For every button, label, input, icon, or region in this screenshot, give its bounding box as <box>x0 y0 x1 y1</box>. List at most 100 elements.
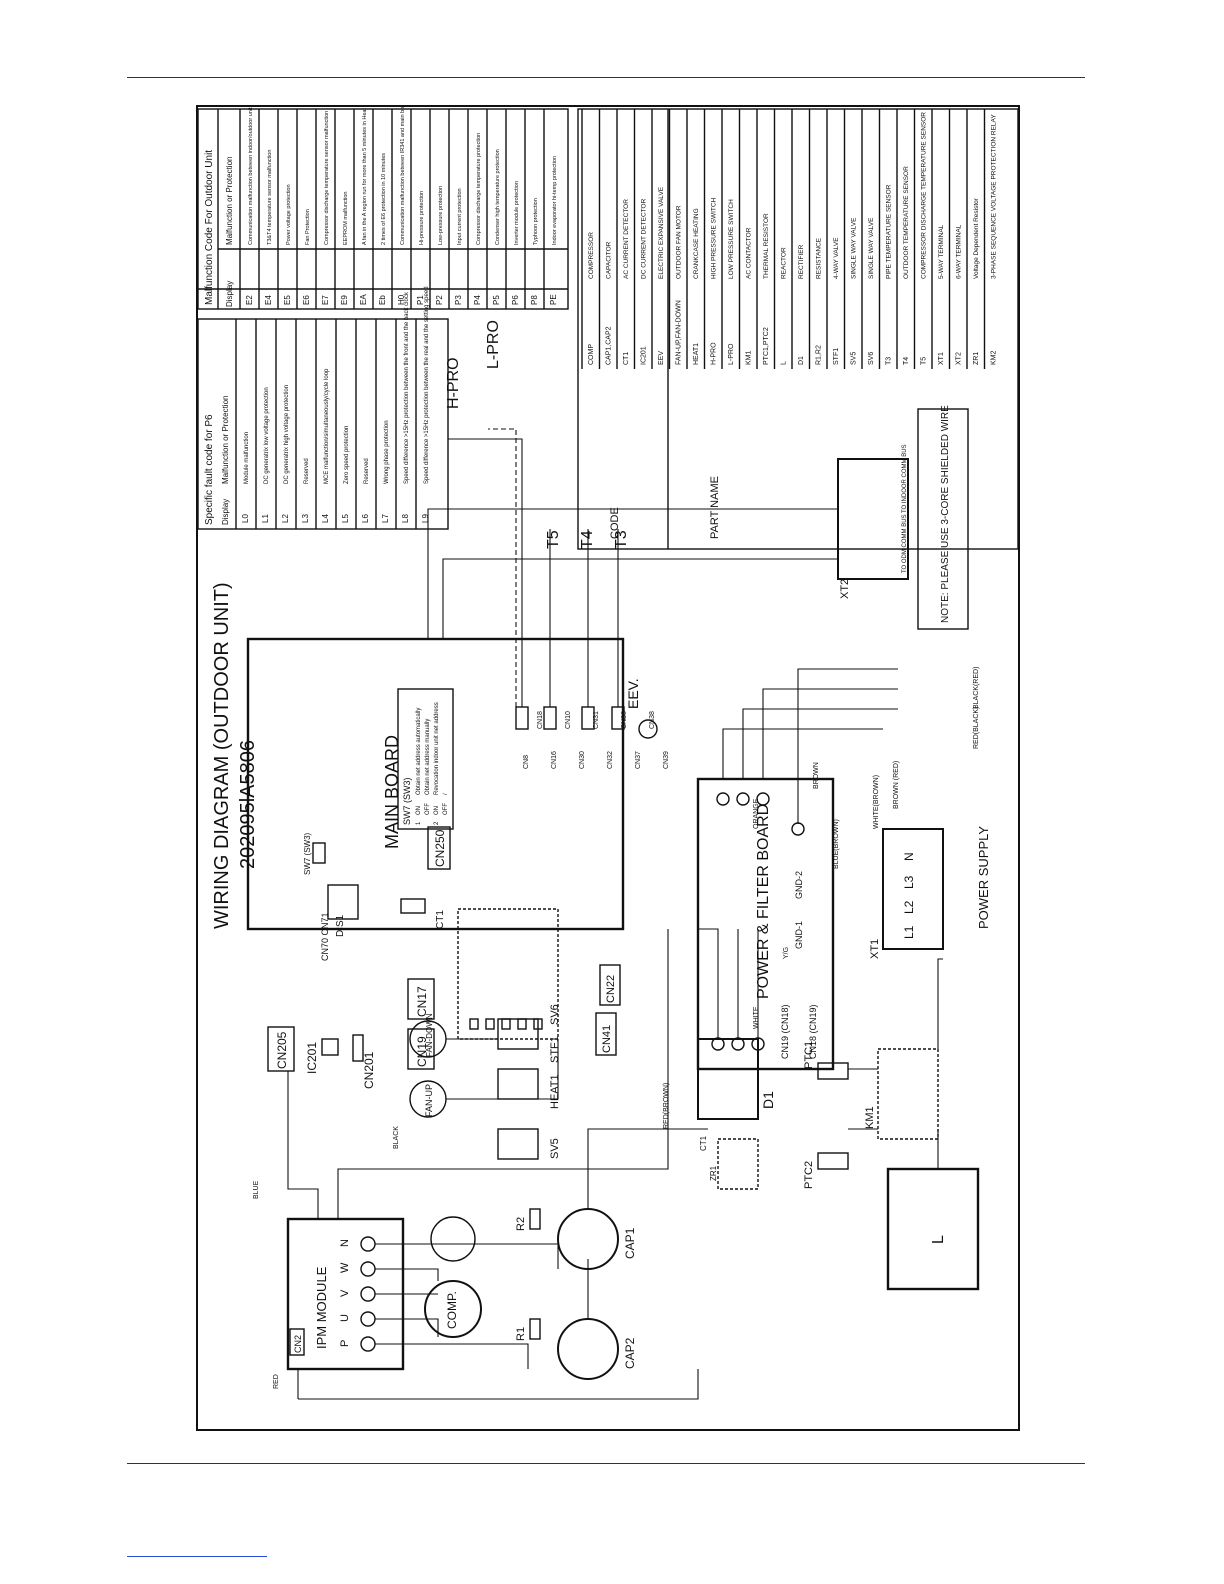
h-pro-label: H-PRO <box>445 357 462 409</box>
eev-label: EEV. <box>625 678 641 709</box>
rotated-diagram-layer: WIRING DIAGRAM (OUTDOOR UNIT) 202095lA58… <box>198 107 1018 1429</box>
main-board <box>246 637 625 931</box>
p6-row-desc: MCE malfunction/simultaneously/cycle loo… <box>324 368 330 484</box>
mal-row-desc: Communication malfunction between indoor… <box>248 107 254 245</box>
p6-row-desc: Zero speed protection <box>344 426 350 484</box>
footer-link-underline[interactable] <box>127 1556 267 1557</box>
r2-label: R2 <box>515 1217 527 1231</box>
mal-row-code: E5 <box>283 295 292 305</box>
parts-row-code: CT1 <box>623 352 630 365</box>
valve-connector-strip <box>457 908 559 1040</box>
parts-row-name: 4-WAY VALVE <box>833 237 840 279</box>
wire-color-label: Y/G <box>783 947 790 959</box>
mal-row-desc: 2 times of E6 protection in 10 minutes <box>381 153 387 245</box>
gnd1-label: GND-1 <box>794 921 804 949</box>
cn201-connector <box>352 1034 364 1062</box>
comm-bus-label: TO INDOOR COMM BUS <box>902 444 908 513</box>
sw7-row-desc: Revocation indoor unit net address <box>434 702 440 795</box>
terminal-l3: L3 <box>902 875 916 889</box>
mal-row-code: P3 <box>454 295 463 305</box>
sv6-label: SV6 <box>549 1004 561 1025</box>
p6-row-code: L9 <box>421 514 430 523</box>
parts-row-name: ELECTRIC EXPANSIVE VALVE <box>658 186 665 279</box>
p6-row-code: L5 <box>341 514 350 523</box>
cn22-label: CN22 <box>605 975 617 1003</box>
p6-row-desc: Reserved <box>364 458 370 484</box>
sw7-table <box>397 688 454 830</box>
p6-row-desc: Reserved <box>304 458 310 484</box>
parts-row-code: T3 <box>886 357 893 365</box>
cn16-connector <box>543 706 557 730</box>
mal-row-code: P2 <box>435 295 444 305</box>
cn250-label: CN250 <box>433 829 447 867</box>
wire-color-label: BLUE <box>253 1180 260 1199</box>
connector-label: CN8 <box>523 755 530 769</box>
wire-color-label: WHITE(BROWN) <box>873 775 880 829</box>
power-board-label: POWER & FILTER BOARD <box>755 804 772 999</box>
parts-row-code: KM2 <box>991 351 998 366</box>
xt2-label: XT2 <box>839 579 851 599</box>
mal-row-desc: EEPROM malfunction <box>343 192 349 246</box>
cn70-cn71-label: CN70 CN71 <box>320 912 330 961</box>
extra-connector-labels: CN8CN18CN16CN10CN30CN31CN32CN36CN37CN38C… <box>523 444 908 1181</box>
mal-row-code: P1 <box>416 295 425 305</box>
mal-row-desc: Fan Protection <box>305 209 311 245</box>
mal-row-desc: T3&T4 temperature sensor malfunction <box>267 150 273 245</box>
sw7-row-desc: Obtain net address automatically <box>416 708 422 795</box>
cn2-connector <box>289 1328 305 1356</box>
p6-header-display: Display <box>221 499 230 525</box>
sw7-label: SW7 (SW3) <box>303 832 312 875</box>
parts-row-name: PIPE TEMPERATURE SENSOR <box>886 184 893 279</box>
cn18-cn19-label: CN18 (CN19) <box>808 1004 818 1059</box>
d1-label: D1 <box>760 1091 776 1109</box>
p6-table-title: Specific fault code for P6 <box>204 414 215 525</box>
p6-row-code: L3 <box>301 514 310 523</box>
wire-color-label: ORANGE <box>753 798 760 829</box>
connector-label: CN32 <box>607 751 614 769</box>
r1-label: R1 <box>515 1327 527 1341</box>
cn41-connector <box>595 1012 617 1056</box>
parts-row-code: HEAT1 <box>693 343 700 365</box>
p6-row-desc: DC generatrix high voltage protection <box>284 385 290 484</box>
parts-row-code: L-PRO <box>728 343 735 365</box>
ipm-term-v: V <box>339 1289 351 1297</box>
xt1-terminal <box>882 828 944 950</box>
mal-row-desc: Compressor discharge temperature protect… <box>476 133 482 245</box>
parts-code-header: CODE <box>609 507 621 539</box>
connector-label: CN10 <box>565 711 572 729</box>
mal-row-code: P5 <box>492 295 501 305</box>
parts-row-code: SV5 <box>851 352 858 365</box>
mal-header-malfunction: Malfunction or Protection <box>225 157 234 246</box>
wire-color-label: RED <box>273 1374 280 1389</box>
cap2 <box>557 1318 619 1380</box>
p6-row-code: L0 <box>241 514 250 523</box>
ptc2-label: PTC2 <box>803 1161 815 1189</box>
wire-color-label: RED(BROWN) <box>663 1083 670 1129</box>
parts-row-code: STF1 <box>833 348 840 365</box>
mal-row-desc: Typhoon protection <box>533 198 539 245</box>
mal-row-code: EA <box>359 294 368 305</box>
terminal-l2: L2 <box>902 900 916 914</box>
ipm-term-u: U <box>339 1314 351 1322</box>
parts-row-code: KM1 <box>746 351 753 366</box>
shielded-wire-note-text: NOTE: PLEASE USE 3-CORE SHIELDED WIRE <box>940 405 951 623</box>
parts-row-name: CAPACITOR <box>606 241 613 279</box>
connector-label: CN38 <box>649 711 656 729</box>
parts-row-name: RESISTANCE <box>816 237 823 279</box>
valve-coils <box>497 1018 539 1160</box>
cn250-connector <box>427 826 451 870</box>
cap1-label: CAP1 <box>623 1227 637 1259</box>
parts-row-code: XT1 <box>938 352 945 365</box>
mal-row-code: Eb <box>378 295 387 305</box>
wire-color-label: WHITE <box>753 1006 760 1029</box>
r1-resistor <box>529 1318 541 1340</box>
wiring-diagram: WIRING DIAGRAM (OUTDOOR UNIT) 202095lA58… <box>198 107 1018 1400</box>
wire-color-label: BLUE(BROWN) <box>833 819 840 869</box>
sw7-table-title: SW7 (SW3) <box>402 777 412 825</box>
sw7-row-state: ON <box>416 806 422 815</box>
main-board-label: MAIN BOARD <box>382 735 402 849</box>
parts-row-code: EEV <box>658 351 665 365</box>
parts-row-code: CAP1,CAP2 <box>606 326 613 365</box>
p6-row-desc: DC generatrix low voltage protection <box>264 387 270 484</box>
reactor-label: L <box>930 1235 947 1244</box>
